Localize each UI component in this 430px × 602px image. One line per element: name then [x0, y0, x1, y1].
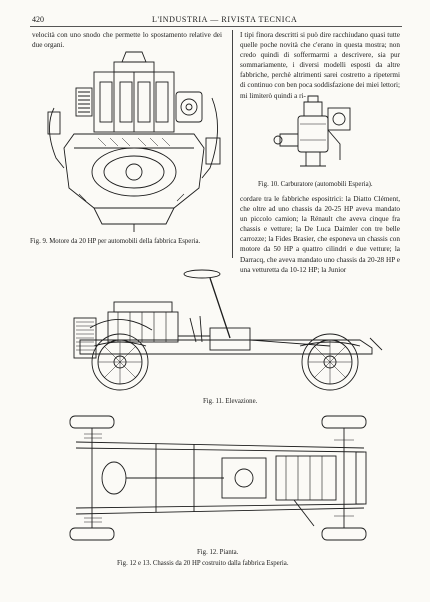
fig12-13-caption: Fig. 12 e 13. Chassis da 20 HP costruito…: [117, 560, 289, 567]
page-number: 420: [32, 15, 44, 24]
right-column-text-1: I tipi finora descritti si può dire racc…: [240, 30, 400, 101]
right-column-paragraph-2: cordare tra le fabbriche espositrici: la…: [240, 195, 400, 274]
running-title: L'INDUSTRIA — RIVISTA TECNICA: [152, 15, 298, 24]
fig9-caption: Fig. 9. Motore da 20 HP per automobili d…: [30, 238, 201, 245]
header-rule: [30, 26, 402, 27]
left-column-text: velocità con uno snodo che permette lo s…: [32, 30, 222, 50]
right-column-paragraph-1: I tipi finora descritti si può dire racc…: [240, 31, 400, 100]
engine-drawing: [34, 48, 230, 234]
fig11-caption: Fig. 11. Elevazione.: [203, 398, 258, 405]
right-column-text-2: cordare tra le fabbriche espositrici: la…: [240, 194, 400, 275]
fig12-caption: Fig. 12. Pianta.: [197, 549, 239, 556]
chassis-plan-drawing: [64, 412, 376, 544]
fig10-caption: Fig. 10. Carburatore (automobili Esperia…: [258, 181, 373, 188]
column-divider: [232, 30, 233, 258]
left-column-paragraph: velocità con uno snodo che permette lo s…: [32, 31, 222, 50]
chassis-elevation-drawing: [60, 258, 390, 392]
carburettor-drawing: [270, 94, 360, 174]
